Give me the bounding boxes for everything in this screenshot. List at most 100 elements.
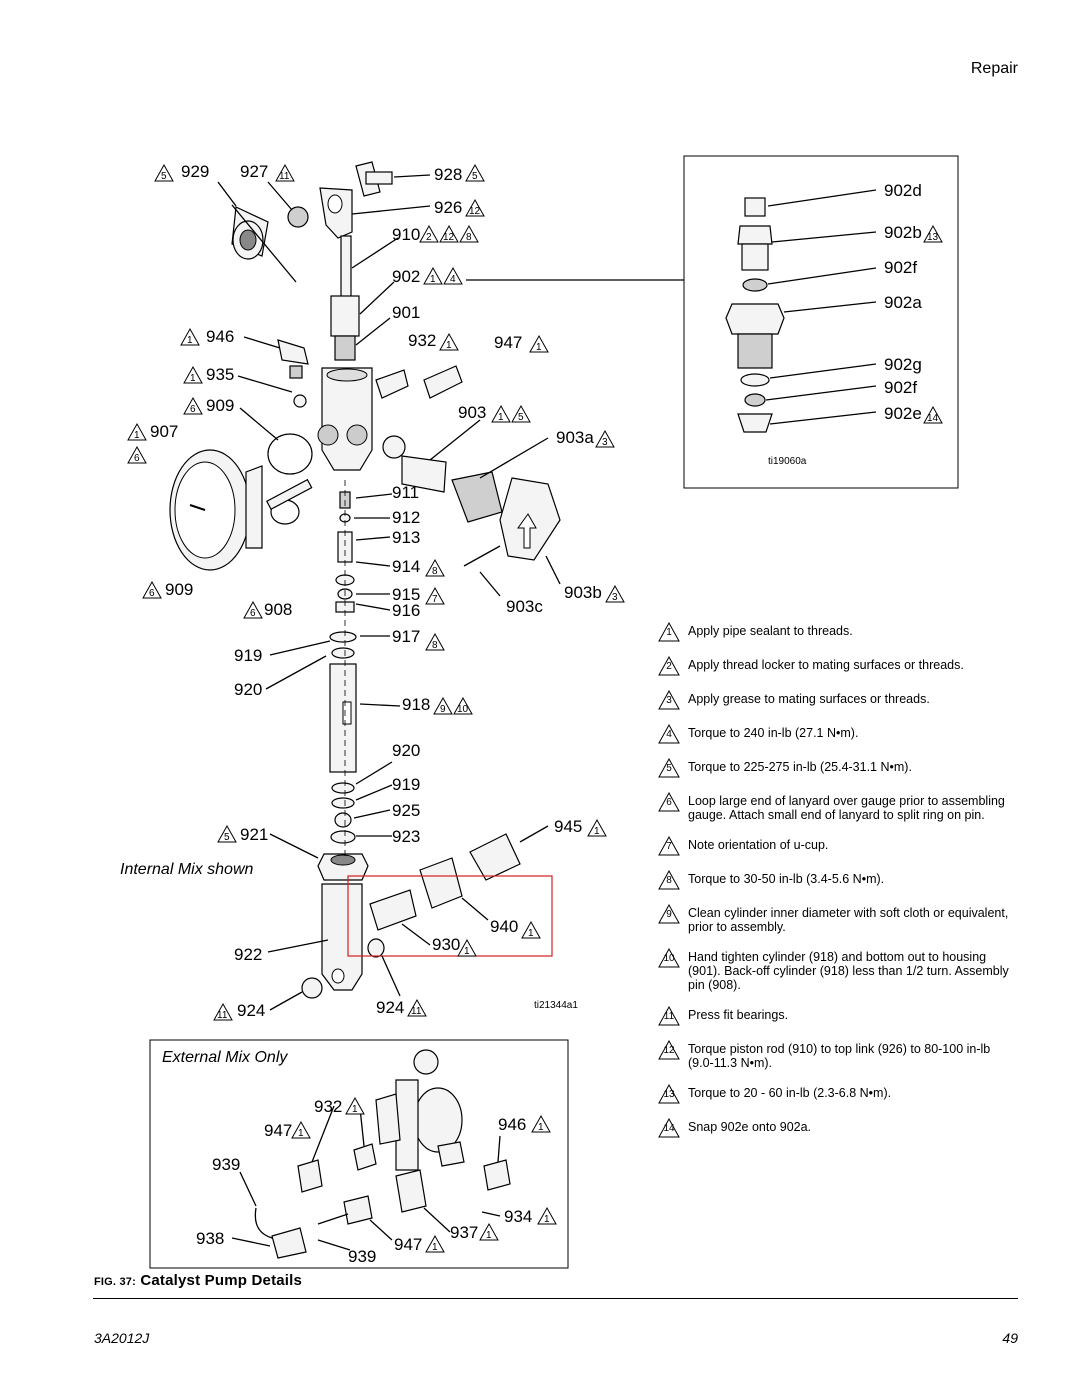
svg-text:1: 1 xyxy=(486,1230,492,1241)
main-callouts: 929 927 928 926 910 902 901 946 932 947 … xyxy=(150,162,602,1020)
part-903a xyxy=(451,471,503,523)
part-917 xyxy=(329,631,357,643)
part-922 xyxy=(321,883,363,991)
callout-902: 902 xyxy=(392,267,420,286)
part-909-lanyard xyxy=(267,433,313,475)
part-946-nut xyxy=(289,365,303,379)
inset-part-902f-b xyxy=(744,393,766,407)
svg-text:5: 5 xyxy=(161,171,167,182)
note-tri-918-b: 10 xyxy=(453,696,473,715)
footer-rule xyxy=(93,1298,1018,1299)
callout-901: 901 xyxy=(392,303,420,322)
part-903 xyxy=(401,455,447,493)
callout-932: 932 xyxy=(408,331,436,350)
callout-927: 927 xyxy=(240,162,268,181)
svg-text:1: 1 xyxy=(538,1122,544,1133)
note-tri-ext-932: 1 xyxy=(345,1096,365,1115)
note-triangle-icon: 12 xyxy=(658,1040,680,1060)
callout-946: 946 xyxy=(206,327,234,346)
note-text: Apply thread locker to mating surfaces o… xyxy=(688,658,964,672)
part-921 xyxy=(317,853,369,881)
note-text: Note orientation of u-cup. xyxy=(688,838,829,852)
doc-number: 3A2012J xyxy=(94,1330,150,1346)
ext-part-934 xyxy=(483,1159,511,1191)
callout-924b: 924 xyxy=(376,998,404,1017)
part-946 xyxy=(277,339,309,365)
svg-text:6: 6 xyxy=(190,404,196,415)
part-926-hole xyxy=(327,194,343,214)
note-tri-907-a: 1 xyxy=(127,422,147,441)
ext-callout-947b: 947 xyxy=(394,1235,422,1254)
note-tri-908: 6 xyxy=(243,600,263,619)
callout-930: 930 xyxy=(432,935,460,954)
note-tri-914: 8 xyxy=(425,558,445,577)
note-text: Torque to 240 in-lb (27.1 N•m). xyxy=(688,726,859,740)
callout-910: 910 xyxy=(392,225,420,244)
note-tri-903-a: 1 xyxy=(491,404,511,423)
inset-frame xyxy=(683,155,959,489)
note-6: 6 Loop large end of lanyard over gauge p… xyxy=(658,792,1018,822)
note-2: 2 Apply thread locker to mating surfaces… xyxy=(658,656,1018,676)
note-tri-921: 5 xyxy=(217,824,237,843)
svg-text:14: 14 xyxy=(927,413,939,424)
part-907-back xyxy=(245,465,263,549)
svg-text:8: 8 xyxy=(466,232,472,243)
note-triangle-icon: 13 xyxy=(658,1084,680,1104)
inset-part-902g xyxy=(740,373,770,387)
svg-text:1: 1 xyxy=(446,340,452,351)
note-3: 3 Apply grease to mating surfaces or thr… xyxy=(658,690,1018,710)
note-10: 10 Hand tighten cylinder (918) and botto… xyxy=(658,948,1018,992)
ext-callout-939a: 939 xyxy=(212,1155,240,1174)
ext-callout-939b: 939 xyxy=(348,1247,376,1266)
ext-part-947a xyxy=(297,1159,323,1193)
note-text: Torque to 20 - 60 in-lb (2.3-6.8 N•m). xyxy=(688,1086,892,1100)
note-14: 14 Snap 902e onto 902a. xyxy=(658,1118,1018,1138)
part-919-a xyxy=(331,647,355,659)
ext-callout-934: 934 xyxy=(504,1207,532,1226)
callout-947: 947 xyxy=(494,333,522,352)
note-text: Loop large end of lanyard over gauge pri… xyxy=(688,794,1005,822)
svg-text:3: 3 xyxy=(602,437,608,448)
note-tri-917: 8 xyxy=(425,632,445,651)
svg-text:6: 6 xyxy=(134,453,140,464)
note-tri-930: 1 xyxy=(457,938,477,957)
svg-text:1: 1 xyxy=(134,430,140,441)
callout-928: 928 xyxy=(434,165,462,184)
part-925-ball xyxy=(334,812,352,828)
part-918-slot xyxy=(342,701,352,725)
note-tri-932: 1 xyxy=(439,332,459,351)
note-tri-928: 5 xyxy=(465,163,485,182)
note-tri-ext-934: 1 xyxy=(537,1206,557,1225)
note-tri-910-c: 8 xyxy=(459,224,479,243)
note-tri-902b: 13 xyxy=(923,224,943,243)
callout-919a: 919 xyxy=(234,646,262,665)
note-12: 12 Torque piston rod (910) to top link (… xyxy=(658,1040,1018,1070)
note-triangle-icon: 4 xyxy=(658,724,680,744)
svg-text:5: 5 xyxy=(518,412,524,423)
svg-text:1: 1 xyxy=(190,373,196,384)
svg-text:11: 11 xyxy=(279,171,290,182)
note-tri-945: 1 xyxy=(587,818,607,837)
inset-part-902d xyxy=(744,197,766,217)
svg-text:5: 5 xyxy=(472,171,478,182)
inset-callout-902d: 902d xyxy=(884,181,922,200)
note-text: Hand tighten cylinder (918) and bottom o… xyxy=(688,950,1009,992)
callout-929: 929 xyxy=(181,162,209,181)
note-triangle-icon: 6 xyxy=(658,792,680,812)
svg-text:1: 1 xyxy=(528,928,534,939)
ext-part-938 xyxy=(271,1227,307,1259)
part-923 xyxy=(330,830,356,844)
note-13: 13 Torque to 20 - 60 in-lb (2.3-6.8 N•m)… xyxy=(658,1084,1018,1104)
note-text: Snap 902e onto 902a. xyxy=(688,1120,812,1134)
part-908-pin xyxy=(266,478,313,511)
note-7: 7 Note orientation of u-cup. xyxy=(658,836,1018,856)
note-tri-ext-946: 1 xyxy=(531,1114,551,1133)
inset-callout-902b: 902b xyxy=(884,223,922,242)
caption-external-mix: External Mix Only xyxy=(162,1049,288,1066)
note-text: Apply grease to mating surfaces or threa… xyxy=(688,692,930,706)
callout-920b: 920 xyxy=(392,741,420,760)
note-5: 5 Torque to 225-275 in-lb (25.4-31.1 N•m… xyxy=(658,758,1018,778)
svg-text:1: 1 xyxy=(432,1242,438,1253)
inset-part-902b xyxy=(741,243,769,271)
callout-921: 921 xyxy=(240,825,268,844)
